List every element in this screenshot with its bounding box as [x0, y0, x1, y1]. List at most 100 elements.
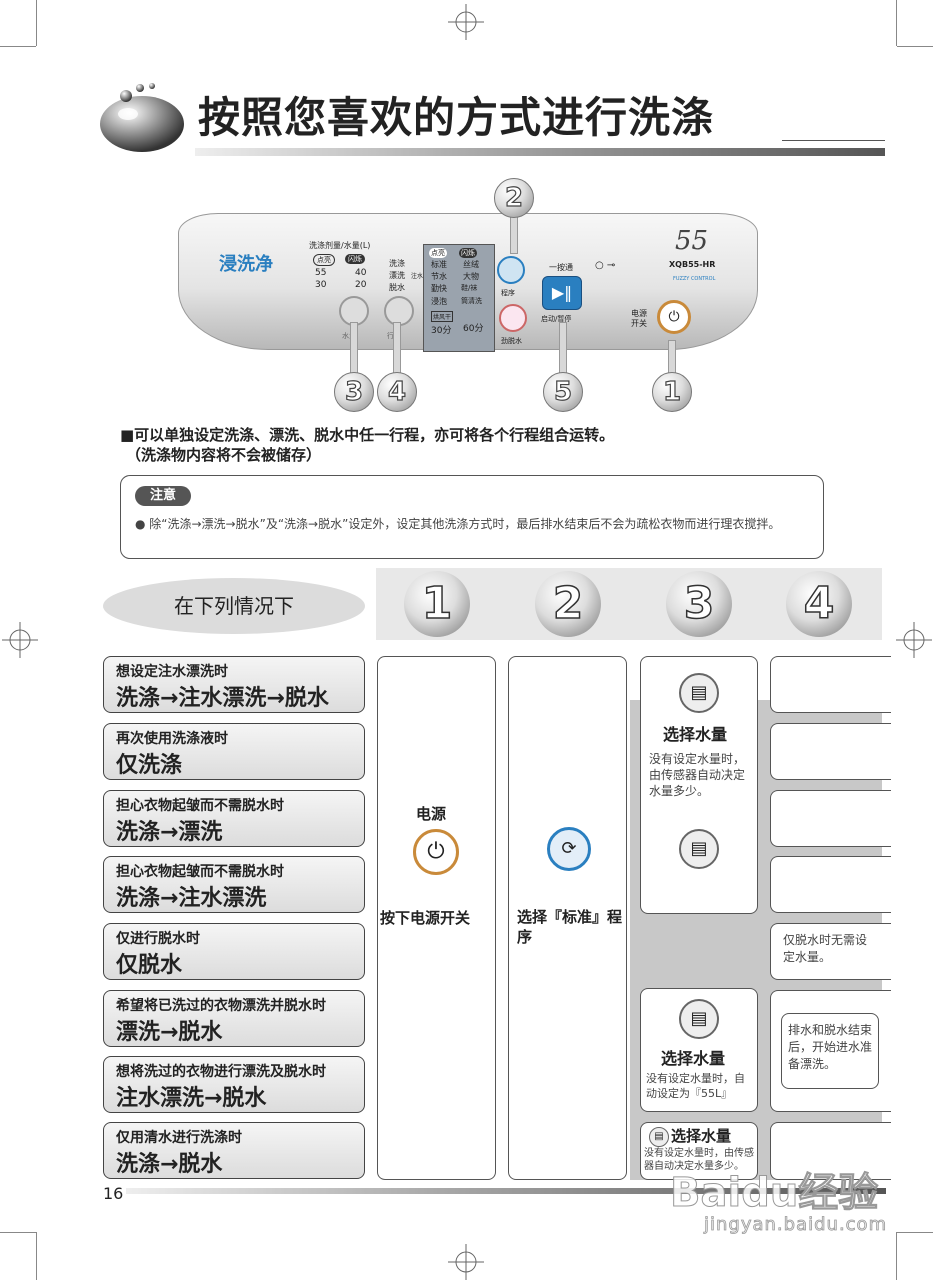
power-label-2: 开关	[631, 319, 647, 328]
callout-arrow	[350, 322, 358, 376]
bubble-logo-icon	[100, 83, 184, 152]
program-dot-label: 点亮	[429, 248, 447, 258]
water-level-20: 20	[355, 280, 367, 290]
step-wash: 洗涤	[389, 259, 405, 268]
column-4-box	[770, 1122, 891, 1180]
water-text-b: 没有设定水量时，自动设定为『55L』	[646, 1072, 745, 1100]
power-icon: ⏻	[413, 829, 459, 875]
callout-5: 5	[543, 372, 583, 412]
case-row: 想将洗过的衣物进行漂洗及脱水时注水漂洗→脱水	[103, 1056, 365, 1113]
spin-only-note: 仅脱水时无需设定水量。	[783, 933, 868, 964]
column-2-box: ⟳ 选择『标准』程序	[508, 656, 627, 1180]
column-3-box-a: ▤ 选择水量 没有设定水量时，由传感器自动决定水量多少。 ▤	[640, 656, 758, 914]
power-label-1: 电源	[631, 309, 647, 318]
fuzzy-label: FUZZY CONTROL	[673, 276, 716, 282]
table-header-label: 在下列情况下	[174, 594, 294, 618]
column-3-box-c: ▤ 选择水量 没有设定水量时，由传感器自动决定水量多少。	[640, 1122, 758, 1180]
callout-1: 1	[652, 372, 692, 412]
crop-mark	[896, 1232, 897, 1280]
watermark-brand: Baidu经验	[669, 1170, 879, 1217]
watermark-url: jingyan.baidu.com	[704, 1214, 888, 1236]
power-heading: 电源	[416, 805, 447, 823]
water-icon: ▤	[679, 999, 719, 1039]
callout-2: 2	[494, 178, 534, 218]
water-level-55: 55	[315, 268, 327, 278]
case-row: 希望将已洗过的衣物漂洗并脱水时漂洗→脱水	[103, 990, 365, 1047]
case-row: 担心衣物起皱而不需脱水时洗涤→注水漂洗	[103, 856, 365, 913]
notice-box: 注意 ● 除“洗涤→漂洗→脱水”及“洗涤→脱水”设定外，设定其他洗涤方式时，最后…	[120, 475, 824, 559]
column-number-2: 2	[535, 571, 601, 637]
dose-label: 洗涤剂量/水量(L)	[309, 241, 371, 250]
water-label: 水量	[342, 332, 356, 340]
title-underline	[782, 140, 885, 141]
start-pause-label: 启动/暂停	[541, 315, 572, 323]
program-icon: ⟳	[547, 827, 591, 871]
program-label: 程序	[501, 289, 515, 297]
crop-mark	[896, 0, 897, 46]
crop-mark	[897, 1232, 933, 1233]
registration-mark-icon	[2, 622, 38, 658]
program-button[interactable]	[497, 256, 525, 284]
step-spin: 脱水	[389, 283, 405, 292]
brand-logo: 浸洗净	[219, 254, 273, 275]
column-4-box: 仅脱水时无需设定水量。	[770, 923, 891, 980]
footer-bar	[126, 1188, 886, 1194]
lock-icon: ○ ⊸	[595, 260, 616, 271]
program-standard: 标准	[431, 260, 447, 269]
power-button[interactable]: ⏻	[657, 300, 691, 334]
program-bulky: 大物	[463, 272, 479, 281]
program-display	[423, 244, 495, 352]
water-level-30: 30	[315, 280, 327, 290]
page-number: 16	[103, 1184, 124, 1203]
water-title-b: 选择水量	[661, 1049, 726, 1068]
dot-legend: 点亮	[313, 254, 335, 266]
spin-button[interactable]	[499, 304, 527, 332]
callout-arrow	[393, 322, 401, 376]
program-soak: 浸泡	[431, 297, 447, 306]
program-socks: 鞋/袜	[461, 284, 478, 292]
column-number-4: 4	[786, 571, 852, 637]
water-icon: ▤	[679, 829, 719, 869]
column-number-3: 3	[666, 571, 732, 637]
drain-note-box: 排水和脱水结束后，开始进水准备漂洗。	[781, 1013, 879, 1089]
registration-mark-icon	[448, 1244, 484, 1280]
crop-mark	[36, 1232, 37, 1280]
notice-text: ● 除“洗涤→漂洗→脱水”及“洗涤→脱水”设定外，设定其他洗涤方式时，最后排水结…	[135, 517, 781, 531]
spin-label: 劲脱水	[501, 337, 522, 345]
crop-mark	[897, 46, 933, 47]
water-title-c: 选择水量	[671, 1127, 732, 1145]
program-quick: 勤快	[431, 284, 447, 293]
column-4-box	[770, 790, 891, 847]
water-button[interactable]	[339, 296, 369, 326]
case-row: 想设定注水漂洗时洗涤→注水漂洗→脱水	[103, 656, 365, 713]
time-30: 30分	[431, 326, 452, 336]
water-text-c: 没有设定水量时，由传感器自动决定水量多少。	[644, 1148, 754, 1172]
case-row: 再次使用洗涤液时仅洗涤	[103, 723, 365, 780]
water-title-a: 选择水量	[663, 725, 728, 744]
registration-mark-icon	[448, 4, 484, 40]
water-icon: ▤	[649, 1127, 669, 1147]
intro-line-2: （洗涤物内容将不会被储存）	[126, 446, 322, 464]
step-rinse: 漂洗	[389, 271, 405, 280]
model-name: XQB55-HR	[669, 260, 716, 269]
flash-legend: 闪烁	[345, 254, 365, 264]
callout-3: 3	[334, 372, 374, 412]
water-text-a: 没有设定水量时，由传感器自动决定水量多少。	[649, 752, 746, 798]
water-icon: ▤	[679, 673, 719, 713]
program-eco: 节水	[431, 272, 447, 281]
case-row: 仅用清水进行洗涤时洗涤→脱水	[103, 1122, 365, 1179]
case-row: 仅进行脱水时仅脱水	[103, 923, 365, 980]
registration-mark-icon	[896, 622, 932, 658]
callout-arrow	[559, 322, 567, 376]
drain-note: 排水和脱水结束后，开始进水准备漂洗。	[788, 1023, 873, 1071]
start-pause-button[interactable]: ▶‖	[542, 276, 582, 310]
program-action: 选择『标准』程序	[517, 908, 623, 946]
crop-mark	[36, 0, 37, 46]
callout-4: 4	[377, 372, 417, 412]
time-60: 60分	[463, 324, 484, 334]
table-header: 在下列情况下	[103, 578, 365, 634]
power-action: 按下电源开关	[380, 909, 471, 927]
dry-label: 烘风干	[431, 311, 454, 322]
title-bar	[195, 148, 885, 156]
crop-mark	[0, 1232, 36, 1233]
